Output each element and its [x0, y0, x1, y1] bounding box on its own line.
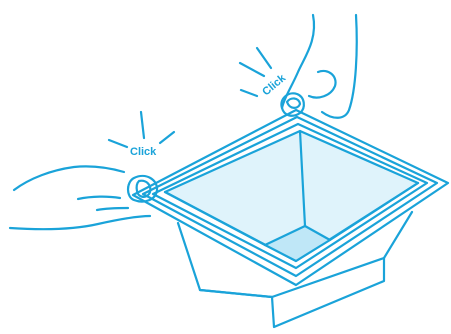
top-hand-knuckle: [309, 71, 336, 98]
top-hand-nail: [287, 98, 300, 107]
hand-icon: [281, 15, 356, 118]
container-body-front: [200, 290, 272, 297]
left-hand-arm-lower: [10, 216, 150, 229]
left-hand-finger-2: [97, 208, 128, 210]
click-label-left: Click: [130, 146, 157, 158]
left-hand-arm-upper: [14, 166, 124, 190]
top-hand-arm-right: [322, 15, 357, 118]
left-hand-finger: [78, 197, 120, 199]
click-burst-icon: [109, 112, 174, 147]
hand-icon: [10, 166, 157, 229]
